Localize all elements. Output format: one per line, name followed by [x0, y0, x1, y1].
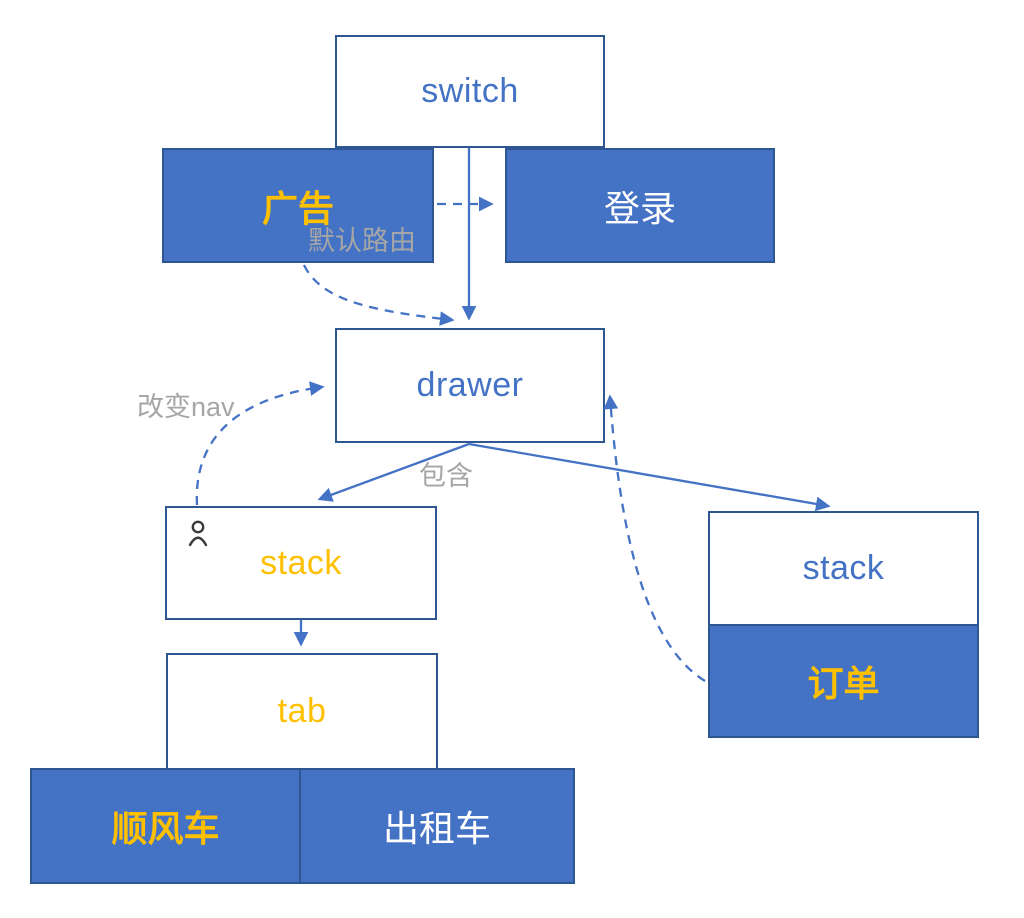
node-ad-label: 广告 — [261, 187, 334, 229]
node-order: 订单 — [710, 623, 977, 736]
node-login: 登录 — [505, 148, 775, 263]
node-stack-left-label: stack — [260, 543, 342, 582]
node-taxi: 出租车 — [301, 768, 575, 884]
node-stack-right-top: stack — [710, 513, 977, 624]
node-hitchhike-label: 顺风车 — [111, 808, 220, 849]
edge-label-change-nav: 改变nav — [137, 392, 235, 422]
person-icon — [187, 519, 209, 556]
node-stack-left: stack — [165, 506, 437, 620]
node-stack-right-label: stack — [802, 548, 885, 587]
node-tab-label: tab — [277, 692, 327, 730]
edge-drawer-stackright — [468, 442, 831, 512]
node-drawer: drawer — [335, 328, 605, 443]
node-order-label: 订单 — [807, 662, 880, 704]
edge-ad-drawer — [302, 264, 455, 326]
node-drawer-label: drawer — [416, 366, 524, 404]
node-hitchhike: 顺风车 — [30, 768, 301, 884]
node-tab: tab — [166, 653, 438, 770]
node-switch: switch — [335, 35, 605, 148]
edge-label-contains: 包含 — [419, 461, 473, 491]
node-login-label: 登录 — [603, 187, 676, 229]
edge-order-drawer — [603, 394, 706, 682]
node-switch-label: switch — [421, 72, 519, 110]
node-stack-right: stack 订单 — [708, 511, 979, 738]
edge-label-default-route: 默认路由 — [308, 226, 416, 256]
node-taxi-label: 出租车 — [382, 808, 491, 849]
node-ad: 广告 — [162, 148, 434, 263]
